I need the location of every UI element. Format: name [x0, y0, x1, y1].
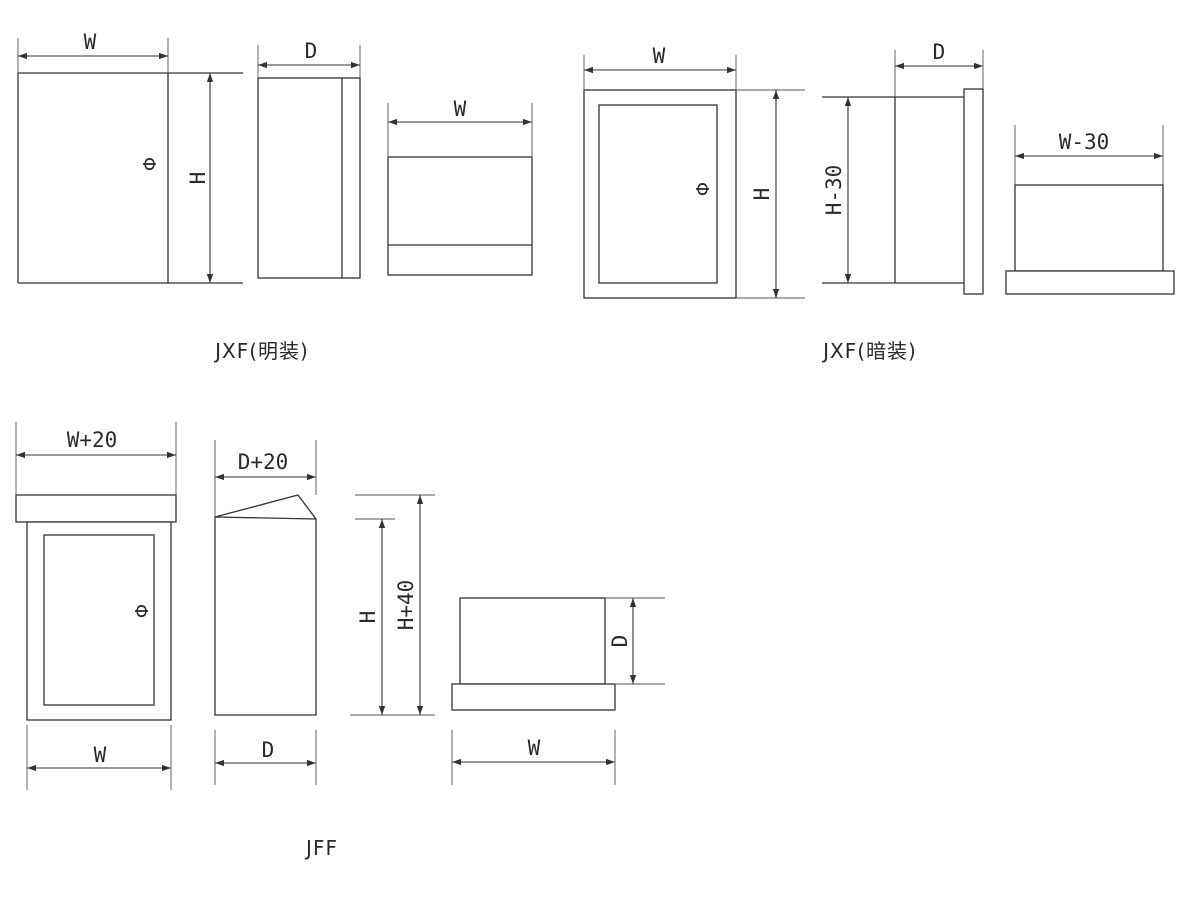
jff-caption: JFF	[304, 836, 338, 860]
jxf-surface-front-view: Φ W H	[17, 30, 243, 284]
height-minus-30-label: H-30	[822, 165, 846, 216]
lock-symbol: Φ	[693, 182, 714, 196]
lock-symbol: Φ	[132, 604, 153, 618]
jff-top-view: D W	[451, 597, 665, 785]
jff-side-view: D+20 D H H+40	[214, 440, 435, 785]
jxf-flush-caption: JXF(暗装)	[821, 339, 917, 363]
lock-symbol: Φ	[140, 157, 161, 171]
width-minus-30-label: W-30	[1059, 130, 1110, 154]
depth-label: D	[262, 738, 275, 762]
height-label: H	[356, 611, 380, 624]
height-plus-40-label: H+40	[394, 580, 418, 631]
width-label: W	[653, 44, 666, 68]
height-label: H	[750, 188, 774, 201]
depth-label: D	[933, 40, 946, 64]
jxf-flush-group: Φ W H H-30 D	[583, 40, 1175, 363]
width-label: W	[94, 743, 107, 767]
width-plus-20-label: W+20	[67, 428, 118, 452]
jxf-flush-top-view: W-30	[1005, 125, 1175, 295]
width-label: W	[528, 736, 541, 760]
jxf-flush-front-view: Φ W H	[583, 44, 805, 299]
jxf-flush-side-view: H-30 D	[822, 40, 984, 295]
jxf-surface-group: Φ W H D W JXF(明装)	[17, 30, 533, 363]
height-label: H	[186, 172, 210, 185]
depth-label: D	[305, 39, 318, 63]
width-label: W	[454, 97, 467, 121]
jff-front-view: Φ W+20 W	[15, 422, 177, 790]
depth-plus-20-label: D+20	[238, 450, 289, 474]
jxf-surface-caption: JXF(明装)	[213, 339, 309, 363]
width-label: W	[84, 30, 97, 54]
jxf-surface-top-view: W	[387, 97, 533, 276]
jff-group: Φ W+20 W D+20 D	[15, 422, 665, 860]
jxf-surface-side-view: D	[257, 39, 361, 279]
depth-label: D	[608, 635, 632, 648]
